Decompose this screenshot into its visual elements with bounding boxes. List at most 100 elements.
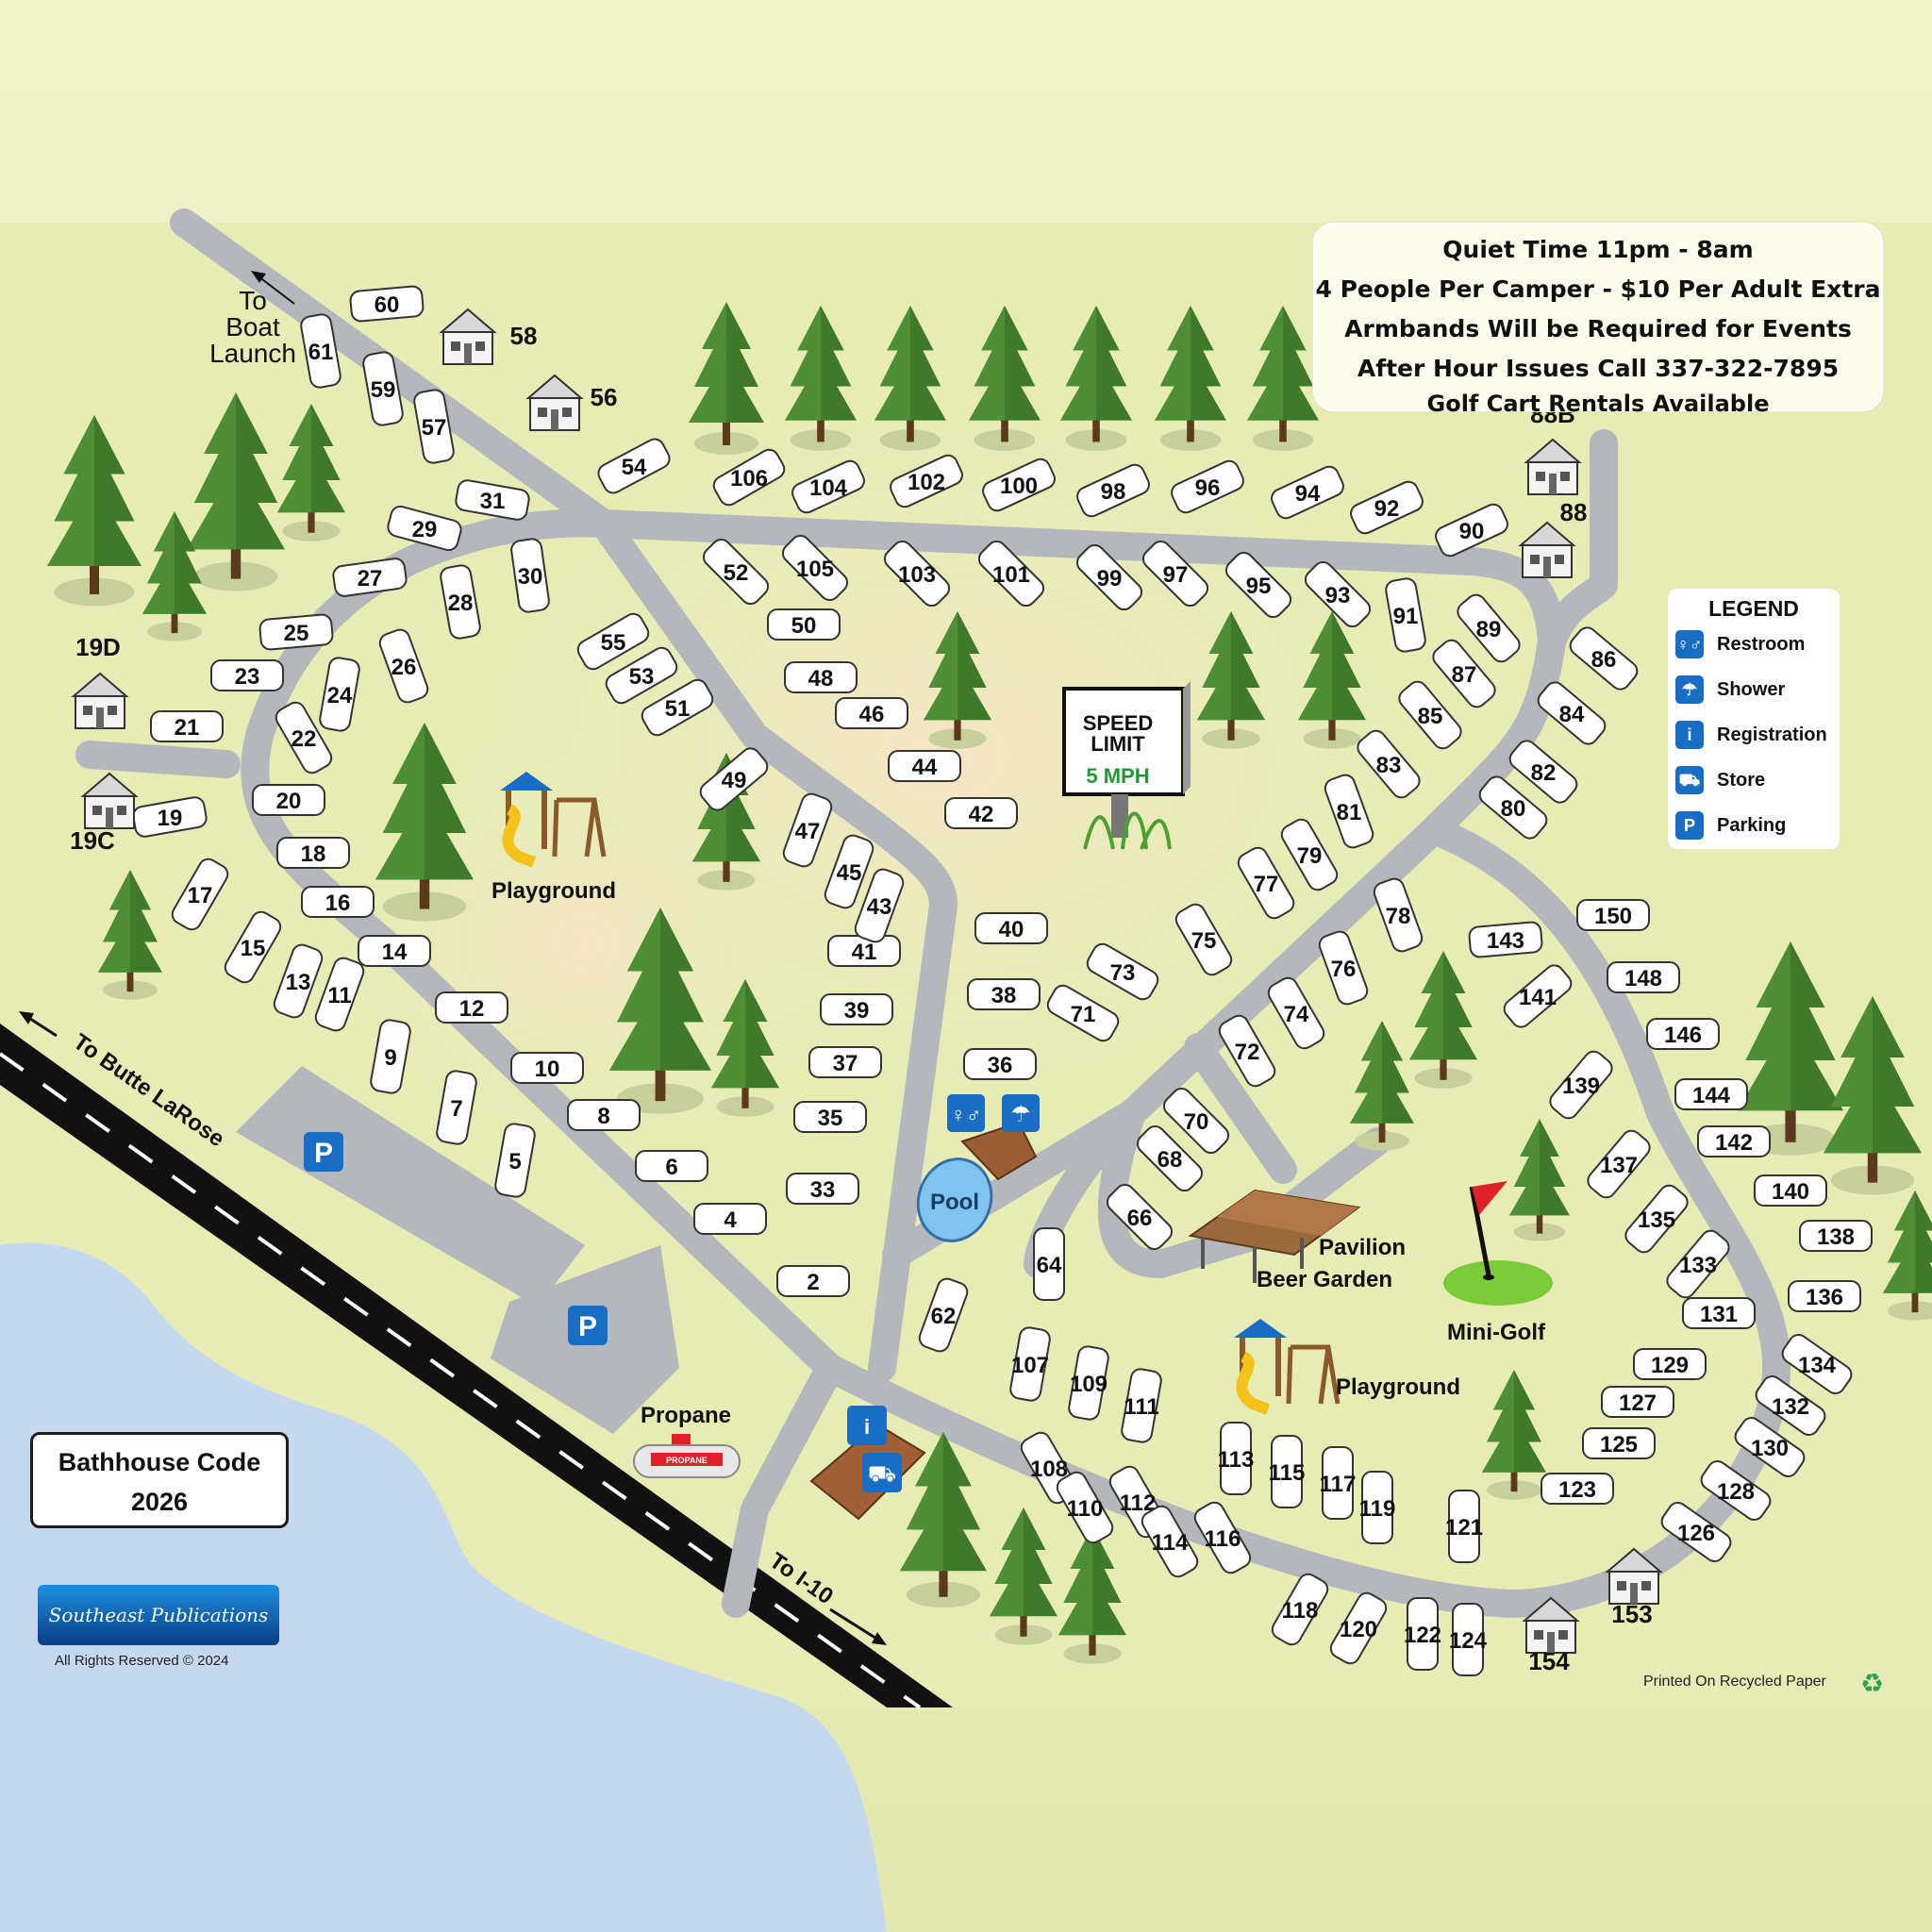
campsite[interactable]: 113 [1218,1422,1255,1495]
campsite[interactable]: 24 [319,657,361,732]
campsite[interactable]: 55 [575,610,652,673]
campsite[interactable]: 35 [793,1101,867,1133]
cabin[interactable] [1605,1547,1663,1605]
campsite[interactable]: 52 [700,536,772,608]
cabin[interactable] [439,308,497,365]
cabin[interactable] [1522,1596,1580,1654]
campsite[interactable]: 70 [1160,1085,1232,1157]
campsite[interactable]: 13 [272,942,325,1020]
campsite[interactable]: 61 [300,313,342,389]
campsite[interactable]: 33 [786,1173,859,1205]
campsite[interactable]: 140 [1754,1174,1827,1207]
campsite[interactable]: 17 [169,856,231,933]
campsite[interactable]: 110 [1054,1469,1116,1546]
pavilion[interactable] [1188,1189,1361,1283]
campsite[interactable]: 59 [362,351,405,426]
campsite[interactable]: 29 [386,505,463,553]
campsite[interactable]: 115 [1269,1435,1306,1508]
campsite[interactable]: 100 [980,456,1058,513]
campsite[interactable]: 40 [974,912,1048,944]
campsite[interactable]: 99 [1074,541,1145,613]
campsite[interactable]: 148 [1607,961,1680,993]
campsite[interactable]: 46 [835,697,908,729]
campsite[interactable]: 25 [258,613,334,651]
cabin[interactable] [1524,438,1582,495]
campsite[interactable]: 45 [823,833,875,910]
campsite[interactable]: 18 [276,837,350,869]
campsite[interactable]: 16 [301,886,375,918]
campsite[interactable]: 97 [1140,538,1211,609]
campsite[interactable]: 126 [1658,1499,1735,1565]
campsite[interactable]: 106 [710,446,788,508]
mini-golf-green[interactable] [1443,1181,1553,1306]
campsite[interactable]: 76 [1317,929,1370,1007]
campsite[interactable]: 146 [1646,1018,1720,1050]
campsite[interactable]: 36 [963,1048,1037,1080]
campsite[interactable]: 114 [1139,1503,1201,1580]
campsite[interactable]: 104 [790,458,867,515]
campsite[interactable]: 130 [1732,1414,1808,1480]
campsite[interactable]: 47 [781,791,834,869]
pool[interactable]: Pool [907,1149,1003,1252]
campsite[interactable]: 84 [1535,678,1609,747]
campsite[interactable]: 26 [377,627,430,705]
campsite[interactable]: 21 [150,710,224,742]
campsite[interactable]: 101 [975,538,1047,609]
campsite[interactable]: 138 [1799,1220,1873,1252]
campsite[interactable]: 90 [1433,501,1510,558]
cabin[interactable] [525,374,584,431]
campsite[interactable]: 30 [510,538,550,613]
campsite[interactable]: 127 [1601,1386,1674,1418]
campsite[interactable]: 62 [917,1276,970,1354]
campsite[interactable]: 85 [1395,678,1464,753]
campsite[interactable]: 53 [603,644,680,707]
campsite[interactable]: 50 [767,608,841,641]
campsite[interactable]: 81 [1323,773,1375,850]
campsite[interactable]: 132 [1753,1373,1829,1439]
campsite[interactable]: 105 [779,532,851,604]
campsite[interactable]: 8 [567,1099,641,1131]
campsite[interactable]: 74 [1265,974,1327,1052]
campsite[interactable]: 12 [435,991,508,1024]
cabin[interactable] [1518,521,1576,578]
campsite[interactable]: 139 [1546,1048,1615,1123]
campsite[interactable]: 6 [635,1150,708,1182]
campsite[interactable]: 4 [693,1203,767,1235]
campsite[interactable]: 42 [944,797,1018,829]
campsite[interactable]: 89 [1454,591,1523,666]
campsite[interactable]: 93 [1302,558,1374,630]
campsite[interactable]: 39 [820,993,893,1025]
cabin[interactable] [71,672,129,729]
campsite[interactable]: 73 [1084,941,1161,1003]
campsite[interactable]: 2 [776,1265,850,1297]
campsite[interactable]: 9 [370,1019,412,1094]
campsite[interactable]: 102 [888,452,965,509]
campsite[interactable]: 119 [1359,1471,1396,1544]
campsite[interactable]: 134 [1779,1331,1856,1397]
campsite[interactable]: 135 [1622,1182,1690,1257]
campsite[interactable]: 51 [639,676,716,739]
campsite[interactable]: 95 [1223,549,1294,621]
campsite[interactable]: 68 [1134,1123,1206,1194]
campsite[interactable]: 49 [697,744,772,813]
campsite[interactable]: 43 [853,867,906,944]
campsite[interactable]: 23 [210,659,284,691]
campsite[interactable]: 77 [1235,844,1297,922]
campsite[interactable]: 20 [252,784,325,816]
campsite[interactable]: 96 [1169,458,1246,515]
campsite[interactable]: 141 [1501,961,1575,1030]
campsite[interactable]: 94 [1269,463,1346,521]
campsite[interactable]: 143 [1468,921,1543,958]
campsite[interactable]: 91 [1385,577,1427,653]
campsite[interactable]: 86 [1567,624,1641,692]
campsite[interactable]: 142 [1697,1125,1771,1158]
campsite[interactable]: 150 [1576,899,1650,931]
campsite[interactable]: 136 [1788,1280,1861,1312]
campsite[interactable]: 60 [349,285,425,323]
campsite[interactable]: 5 [494,1123,537,1198]
campsite[interactable]: 121 [1445,1490,1483,1563]
campsite[interactable]: 10 [510,1052,584,1084]
campsite[interactable]: 80 [1476,773,1551,841]
campsite[interactable]: 123 [1541,1473,1614,1505]
campsite[interactable]: 31 [455,479,530,522]
